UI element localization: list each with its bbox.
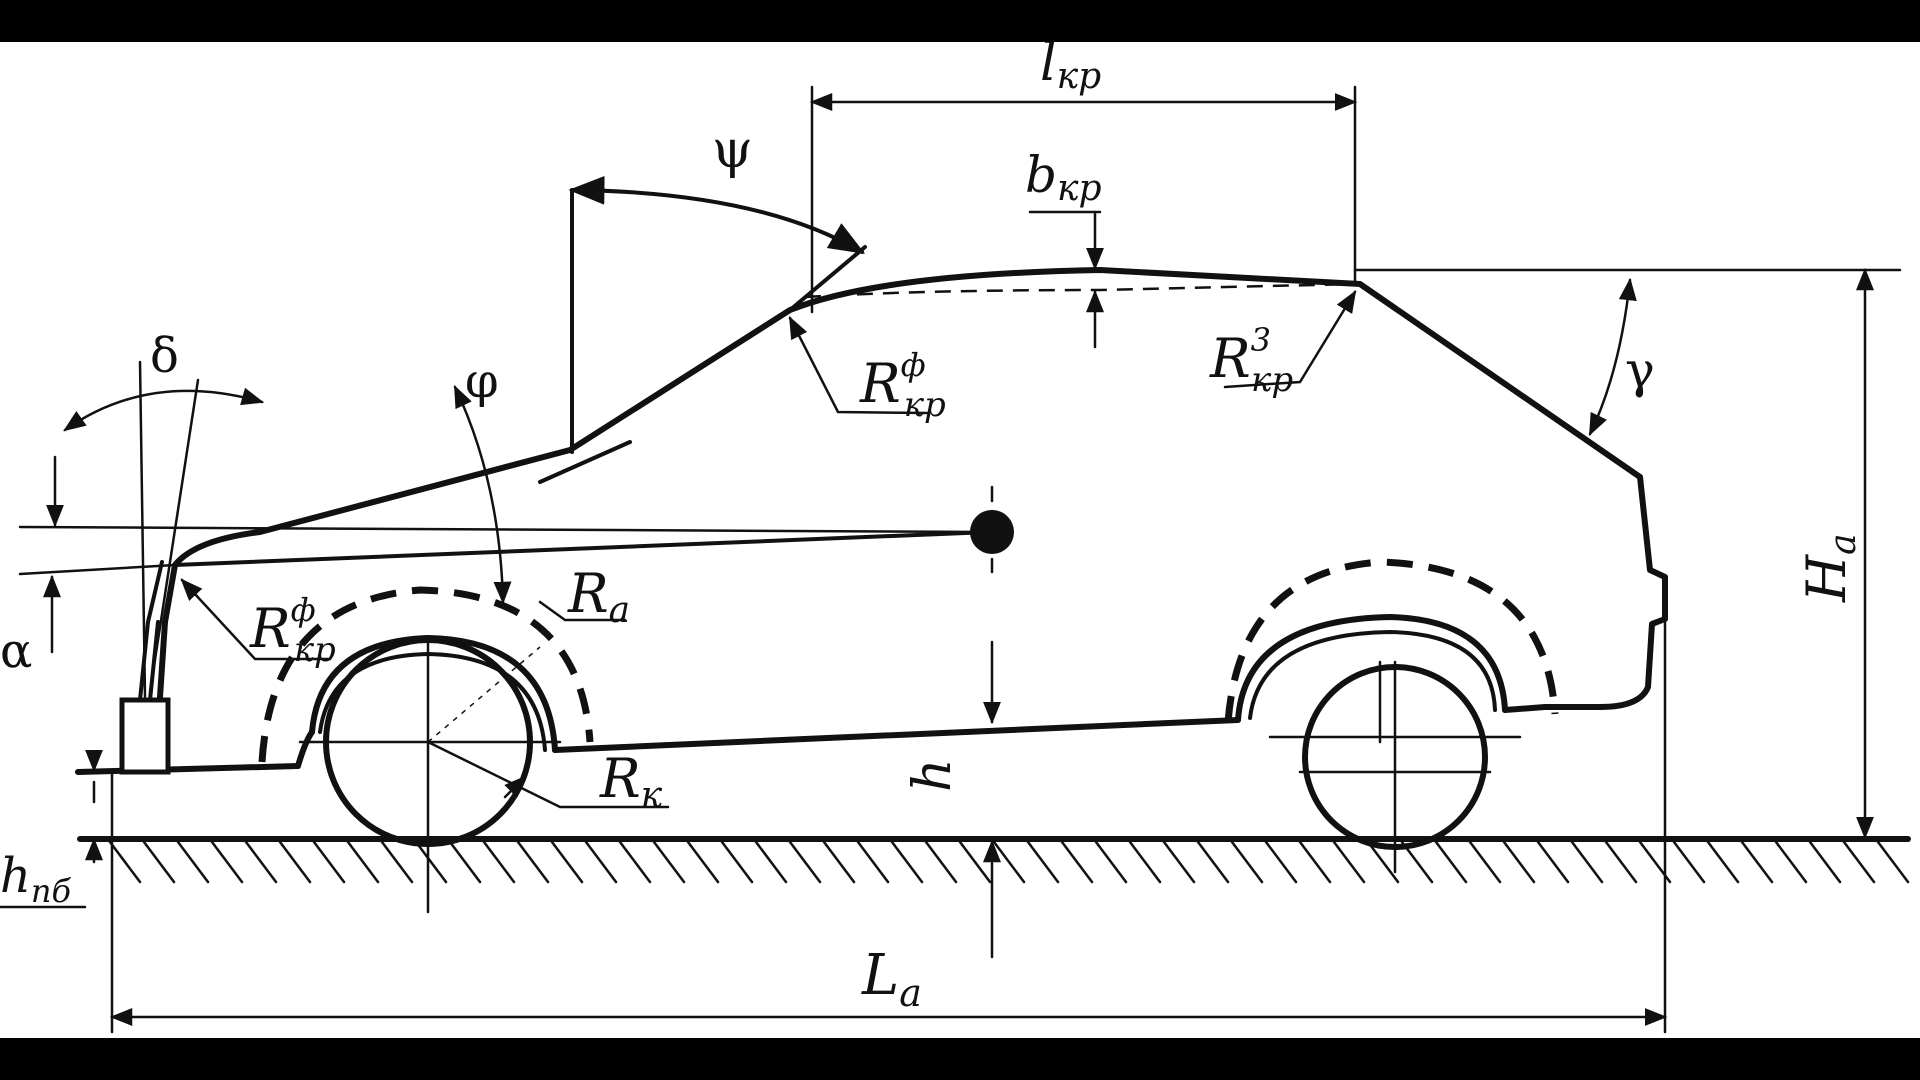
label-H-a: Ha xyxy=(1795,533,1864,603)
ground xyxy=(77,836,1911,884)
dim-L-a xyxy=(109,620,1668,1034)
angle-phi xyxy=(453,384,512,605)
angle-gamma xyxy=(1353,268,1902,437)
label-gamma: γ xyxy=(1625,341,1655,399)
label-R-a: Ra xyxy=(567,562,630,631)
label-alpha: α xyxy=(0,623,32,679)
rear-wheel xyxy=(1224,558,1559,874)
label-h-pb: hпб xyxy=(0,848,72,910)
angle-delta xyxy=(63,360,265,699)
angle-alpha xyxy=(18,455,992,654)
label-h: h xyxy=(903,759,963,793)
label-l-kr: lкр xyxy=(1040,42,1101,97)
label-psi: ψ xyxy=(712,120,753,180)
dim-h-pb xyxy=(0,749,103,909)
label-L-a: La xyxy=(861,943,922,1015)
car-body-outline xyxy=(75,267,1668,775)
label-delta: δ xyxy=(150,328,179,384)
label-b-kr: bкр xyxy=(1025,146,1102,209)
dim-b-kr xyxy=(1028,210,1104,349)
angle-psi xyxy=(538,175,867,484)
label-R-k: Rк xyxy=(599,747,663,816)
leaders xyxy=(180,290,1357,809)
center-of-gravity xyxy=(970,485,1014,725)
label-phi: φ xyxy=(465,353,499,409)
